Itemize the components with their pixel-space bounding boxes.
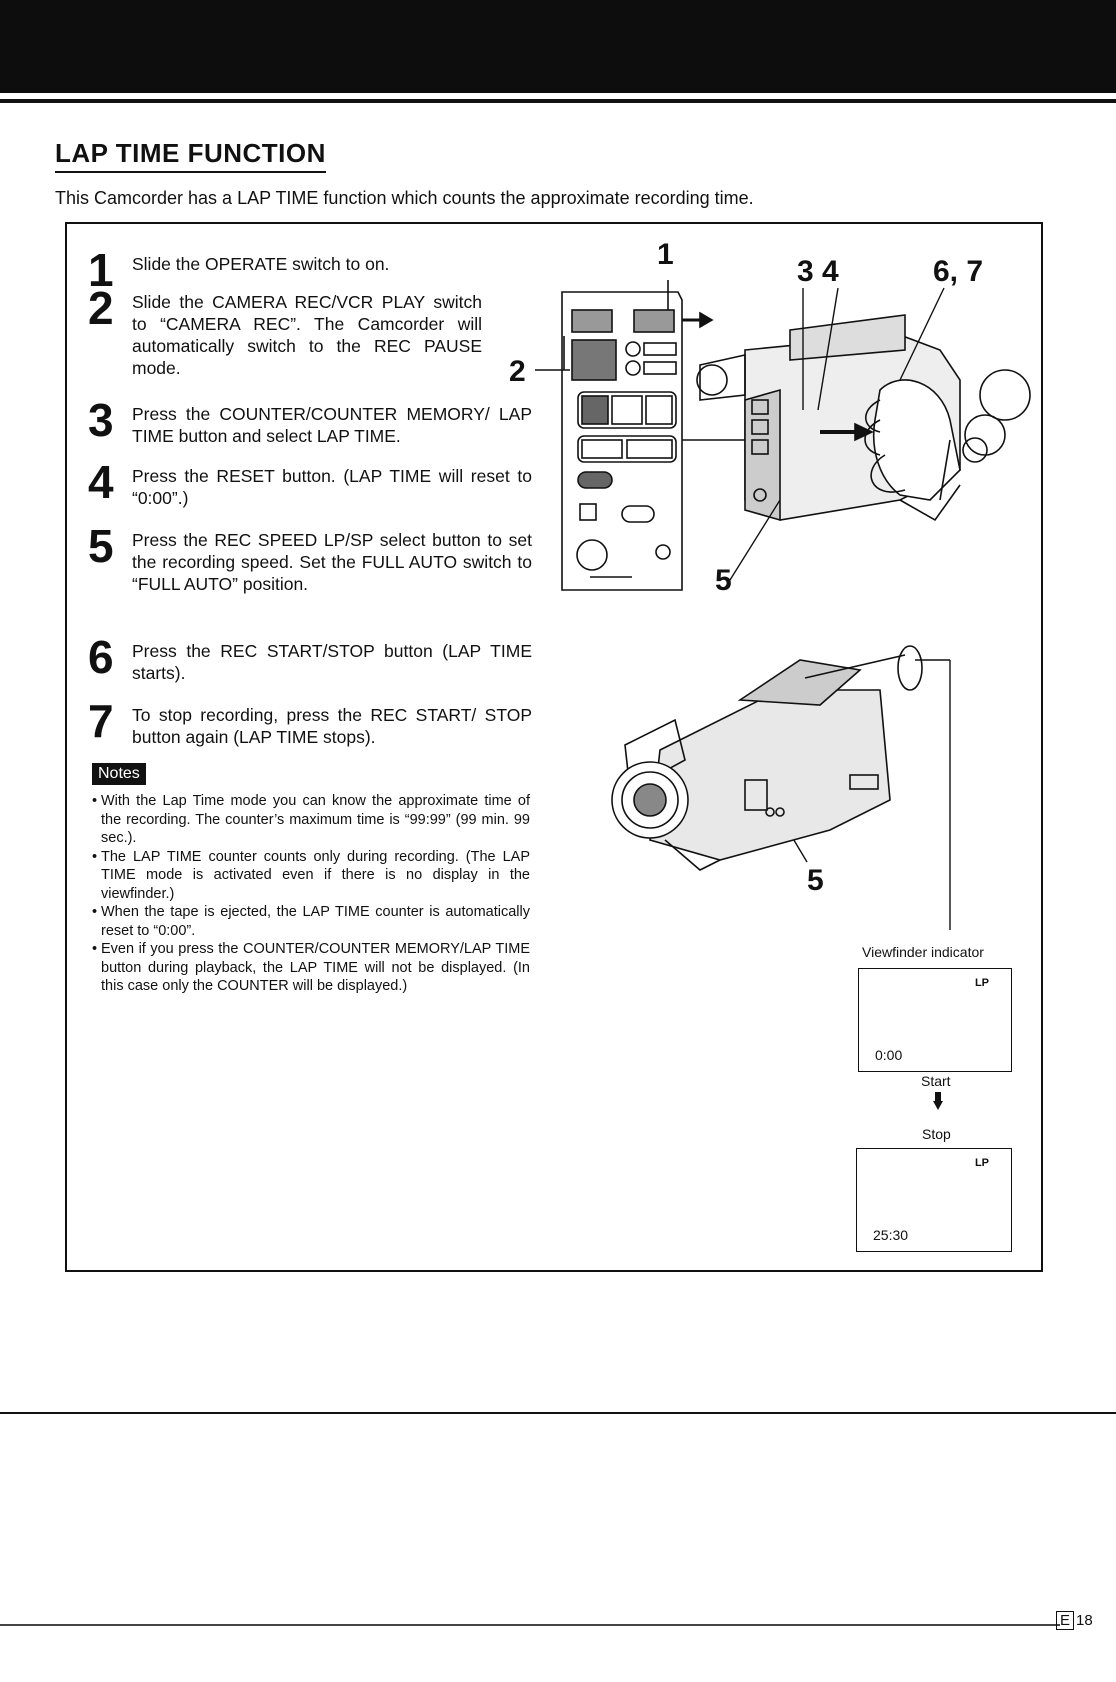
bottom-rule: [0, 1412, 1116, 1414]
page-num-value: 18: [1076, 1612, 1093, 1629]
step-number: 2: [88, 282, 114, 334]
page-title: LAP TIME FUNCTION: [55, 138, 326, 173]
viewfinder-mode: LP: [974, 1157, 989, 1169]
note-item: The LAP TIME counter counts only during …: [92, 848, 530, 904]
callout-1: 1: [657, 238, 674, 271]
callout-5-top: 5: [715, 564, 732, 597]
step-number: 6: [88, 631, 114, 683]
control-panel-illustration: [535, 280, 745, 591]
header-rule: [0, 99, 1116, 103]
viewfinder-time: 0:00: [875, 1047, 903, 1063]
step-text: To stop recording, press the REC START/ …: [132, 705, 532, 747]
notes-list: With the Lap Time mode you can know the …: [92, 792, 530, 996]
note-item: Even if you press the COUNTER/COUNTER ME…: [92, 940, 530, 996]
camcorder-hands-illustration: [696, 314, 1031, 522]
step-text: Slide the OPERATE switch to on.: [132, 254, 390, 274]
stop-label: Stop: [922, 1126, 951, 1142]
step-number: 7: [88, 695, 114, 747]
step-number: 5: [88, 520, 114, 572]
header-bar: [0, 0, 1116, 93]
step-number: 1: [88, 244, 114, 296]
step-number: 3: [88, 394, 114, 446]
viewfinder-mode: LP: [974, 977, 989, 989]
content-frame: [65, 222, 1043, 1272]
start-label: Start: [921, 1073, 951, 1089]
viewfinder-indicator-label: Viewfinder indicator: [862, 944, 984, 960]
callout-2: 2: [509, 355, 526, 388]
step-text: Press the COUNTER/COUNTER MEMORY/ LAP TI…: [132, 404, 532, 446]
step-number: 4: [88, 456, 114, 508]
page-letter: E: [1056, 1611, 1075, 1630]
intro-text: This Camcorder has a LAP TIME function w…: [55, 188, 754, 208]
camcorder-illustration: [611, 645, 923, 871]
step-text: Slide the CAMERA REC/VCR PLAY switch to …: [132, 292, 482, 378]
note-item: With the Lap Time mode you can know the …: [92, 792, 530, 848]
step-text: Press the REC START/STOP button (LAP TIM…: [132, 641, 532, 683]
step-text: Press the RESET button. (LAP TIME will r…: [132, 466, 532, 508]
callout-5-bottom: 5: [807, 864, 824, 897]
viewfinder-display-stop: LP 25:30: [856, 1148, 1012, 1252]
callout-3-4: 3 4: [797, 255, 839, 288]
down-arrow-icon: [933, 1092, 943, 1110]
callout-6-7: 6, 7: [933, 255, 984, 288]
footer-rule: [0, 1624, 1060, 1626]
note-item: When the tape is ejected, the LAP TIME c…: [92, 903, 530, 940]
viewfinder-display-start: LP 0:00: [858, 968, 1012, 1072]
viewfinder-time: 25:30: [873, 1227, 909, 1243]
step-text: Press the REC SPEED LP/SP select button …: [132, 530, 532, 594]
notes-badge: Notes: [92, 763, 146, 785]
